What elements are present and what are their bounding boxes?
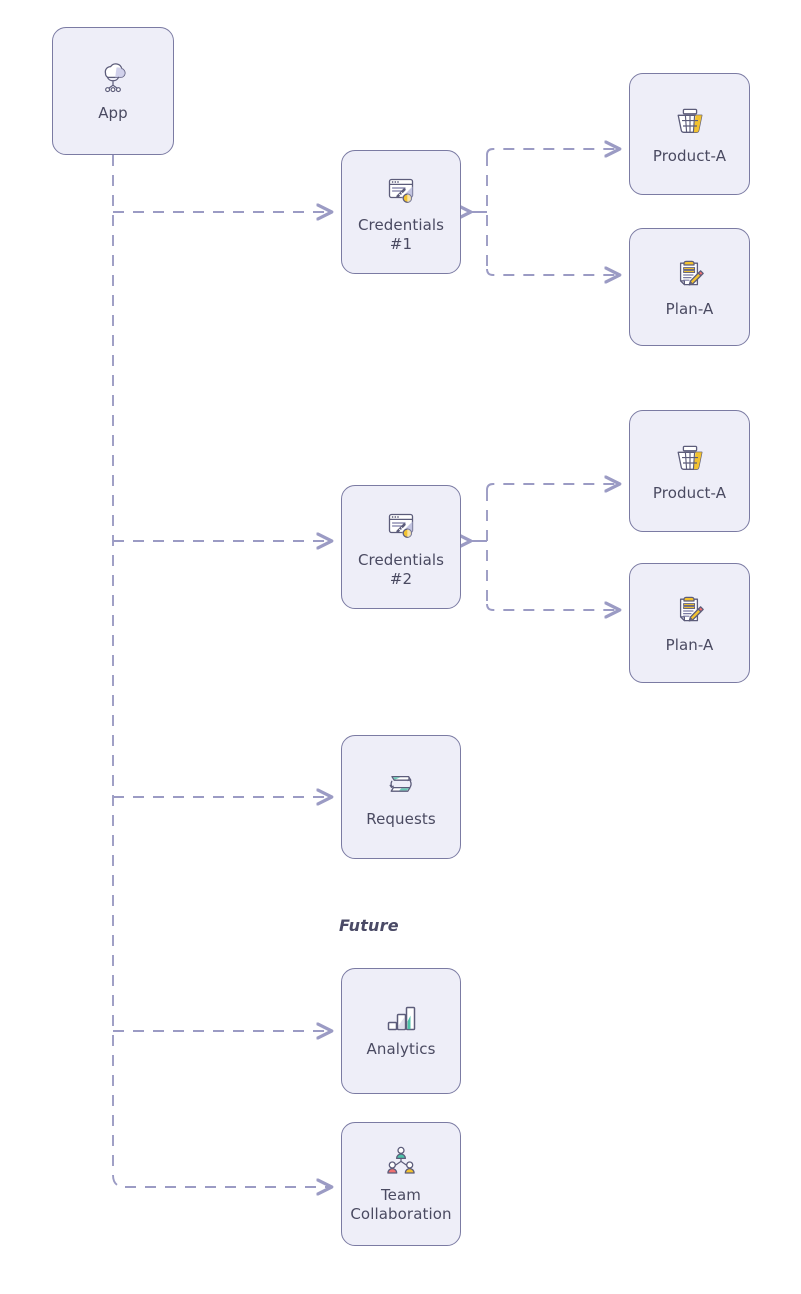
node-product-a-2[interactable]: Product-A bbox=[629, 410, 750, 532]
node-label: Plan-A bbox=[665, 636, 714, 654]
node-plan-a-2[interactable]: Plan-A bbox=[629, 563, 750, 683]
clipboard-pencil-icon bbox=[671, 255, 709, 293]
node-label: Team Collaboration bbox=[350, 1185, 452, 1223]
node-label: Product-A bbox=[652, 484, 727, 502]
edge-credentials-1-to-plan-a bbox=[486, 269, 619, 275]
node-team-collaboration[interactable]: Team Collaboration bbox=[341, 1122, 461, 1246]
edge-app-trunk bbox=[112, 155, 131, 1188]
browser-key-icon bbox=[382, 506, 420, 544]
bar-chart-icon bbox=[382, 1003, 420, 1033]
team-people-icon bbox=[381, 1145, 421, 1179]
node-credentials-2[interactable]: Credentials #2 bbox=[341, 485, 461, 609]
edge-credentials-2-to-product-a bbox=[486, 484, 619, 490]
exchange-arrows-icon bbox=[382, 765, 420, 803]
node-label: Product-A bbox=[652, 147, 727, 165]
node-analytics[interactable]: Analytics bbox=[341, 968, 461, 1094]
node-label: Plan-A bbox=[665, 300, 714, 318]
browser-key-icon bbox=[382, 171, 420, 209]
node-label: Requests bbox=[366, 810, 436, 828]
node-label: Credentials #1 bbox=[357, 215, 445, 253]
node-plan-a-1[interactable]: Plan-A bbox=[629, 228, 750, 346]
node-label: Credentials #2 bbox=[357, 550, 445, 588]
node-credentials-1[interactable]: Credentials #1 bbox=[341, 150, 461, 274]
node-app[interactable]: App bbox=[52, 27, 174, 155]
cloud-network-icon bbox=[94, 59, 132, 97]
edge-credentials-1-to-product-a bbox=[486, 149, 619, 155]
node-label: App bbox=[98, 104, 128, 122]
edge-credentials-2-to-plan-a bbox=[486, 604, 619, 610]
shopping-basket-icon bbox=[671, 102, 709, 140]
node-requests[interactable]: Requests bbox=[341, 735, 461, 859]
shopping-basket-icon bbox=[671, 439, 709, 477]
clipboard-pencil-icon bbox=[671, 591, 709, 629]
node-label: Analytics bbox=[366, 1040, 436, 1058]
section-label-future: Future bbox=[339, 916, 399, 935]
node-product-a-1[interactable]: Product-A bbox=[629, 73, 750, 195]
